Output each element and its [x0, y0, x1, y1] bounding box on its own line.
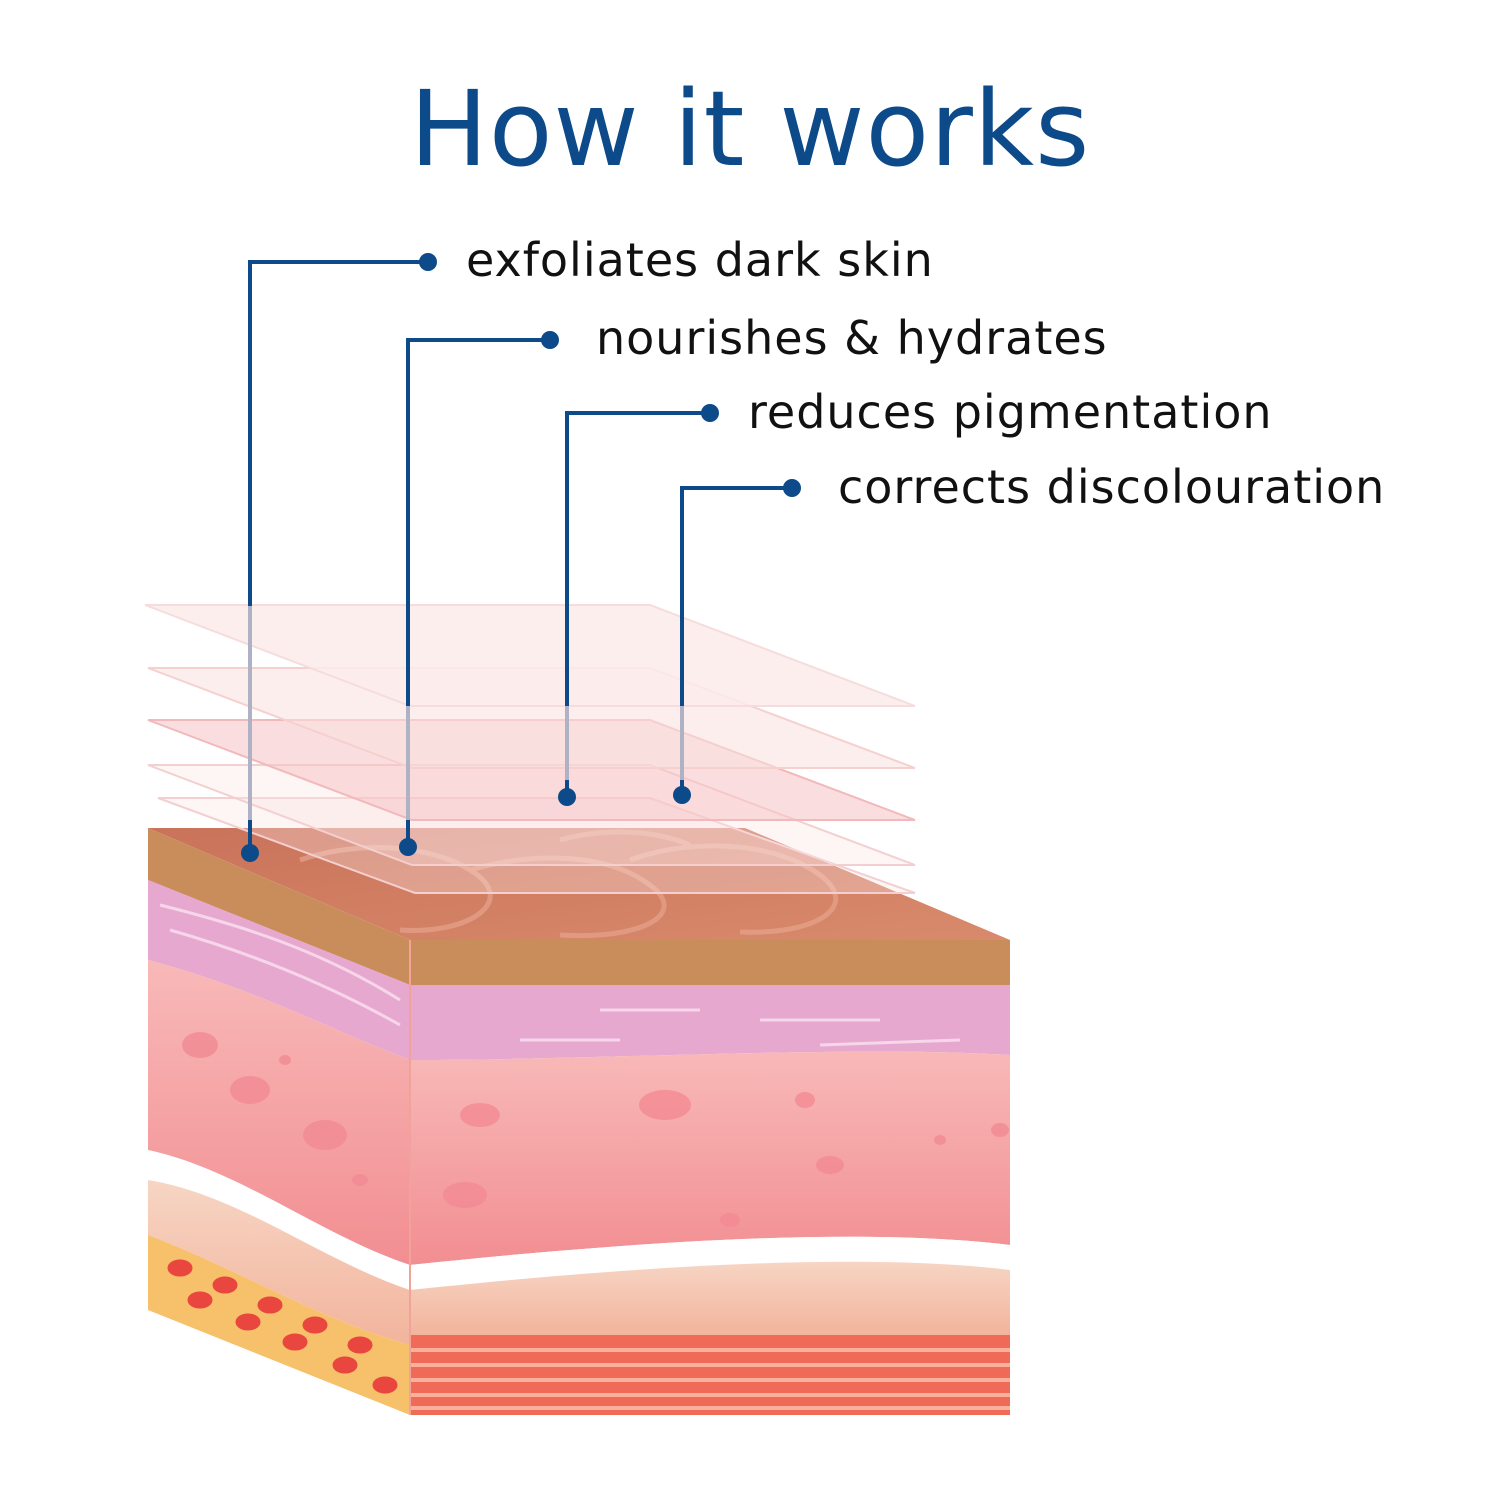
epidermis-streaks-right	[520, 1008, 961, 1047]
leader-line-nourishes	[406, 338, 550, 847]
leader-line-pigmentation	[565, 411, 710, 797]
dermis-spots-left	[182, 1032, 368, 1186]
callout-label-nourishes: nourishes & hydrates	[596, 311, 1108, 365]
dot-nourishes-target	[399, 838, 417, 856]
skin-top-cells	[299, 829, 839, 939]
skin-left-face	[148, 828, 410, 1415]
dot-discolouration-target	[673, 786, 691, 804]
fat-cells-left	[167, 1259, 398, 1394]
callout-dots	[241, 253, 801, 862]
leader-line-discolouration	[680, 486, 792, 795]
callout-label-pigmentation: reduces pigmentation	[748, 385, 1273, 439]
overlay-sheets	[144, 604, 916, 894]
dot-exfoliates-label	[419, 253, 437, 271]
dot-nourishes-label	[541, 331, 559, 349]
callout-label-exfoliates: exfoliates dark skin	[466, 233, 934, 287]
dermis-spots-right	[443, 1090, 1009, 1227]
callout-label-discolouration: corrects discolouration	[838, 460, 1386, 514]
skin-block	[148, 828, 1010, 1415]
dot-discolouration-label	[783, 479, 801, 497]
dot-pigmentation-target	[558, 788, 576, 806]
skin-right-face	[409, 940, 1010, 1415]
leader-fade	[248, 606, 684, 820]
epidermis-streaks-left	[159, 903, 401, 1027]
muscle-stripes	[410, 1348, 1010, 1410]
dot-exfoliates-target	[241, 844, 259, 862]
skin-top-surface	[148, 828, 1010, 940]
page-title: How it works	[409, 68, 1091, 190]
dot-pigmentation-label	[701, 404, 719, 422]
sheet-1	[144, 604, 916, 707]
callout-leaders	[248, 260, 792, 853]
